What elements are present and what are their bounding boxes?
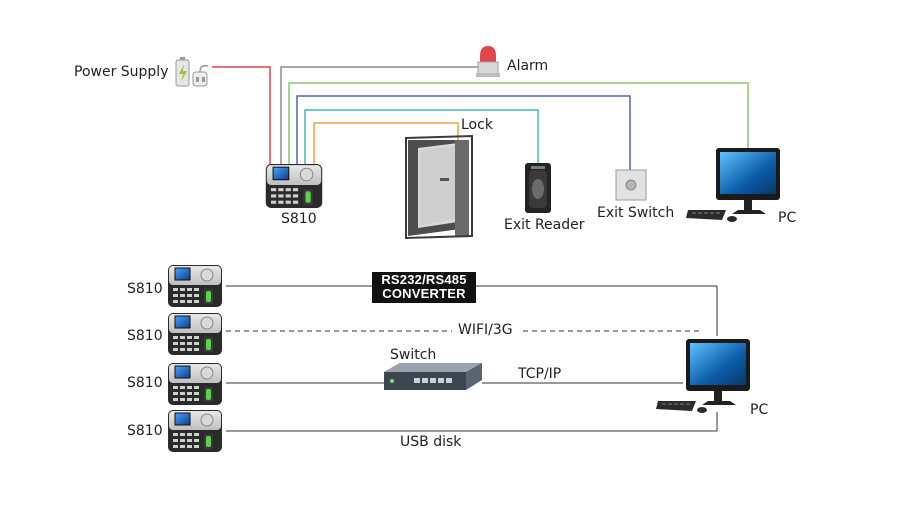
door-icon [405,134,473,240]
pc-bottom-label: PC [750,402,769,418]
s810-label-4: S810 [127,423,163,439]
lock-label: Lock [461,117,493,133]
power-supply-label: Power Supply [74,64,169,80]
pc-bottom-icon [656,339,750,413]
usb-label: USB disk [400,434,462,450]
exit-switch-icon [615,169,647,201]
s810-device-4 [167,409,223,453]
s810-label-1: S810 [127,281,163,297]
lock-wire [313,122,459,166]
tcpip-label: TCP/IP [518,366,562,382]
s810-device-3 [167,362,223,406]
exit-reader-label: Exit Reader [504,217,585,233]
pc-wire [288,82,749,166]
alarm-siren-icon [476,46,500,77]
pc-top-label: PC [778,210,797,226]
battery-icon [175,57,209,87]
s810-top-label: S810 [281,211,317,227]
exit-switch-label: Exit Switch [597,205,675,221]
exit-reader-wire [304,109,539,166]
wifi-label: WIFI/3G [452,322,519,338]
converter-line2: CONVERTER [382,286,466,301]
exit-reader-icon [525,163,551,213]
alarm-wire [280,66,478,166]
s810-device-top [265,163,323,209]
converter-box: RS232/RS485 CONVERTER [372,272,476,303]
power-wire [212,66,271,166]
exit-switch-wire [296,95,631,170]
alarm-label: Alarm [507,58,549,74]
converter-line1: RS232/RS485 [381,272,467,287]
s810-label-2: S810 [127,328,163,344]
pc-top-icon [686,148,780,222]
network-switch-icon [384,363,482,390]
s810-device-2 [167,312,223,356]
s810-label-3: S810 [127,375,163,391]
s810-device-1 [167,264,223,308]
switch-label: Switch [390,347,437,363]
